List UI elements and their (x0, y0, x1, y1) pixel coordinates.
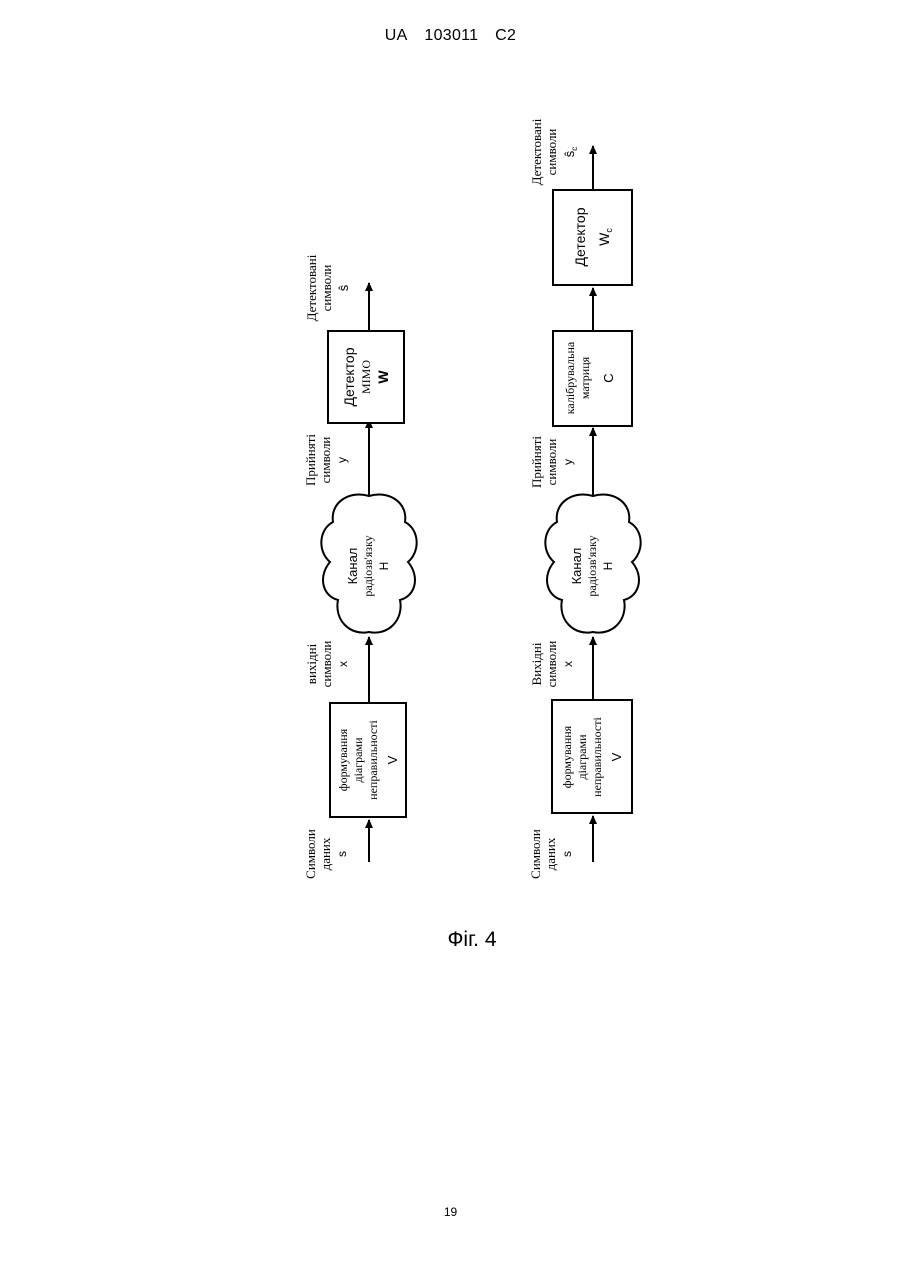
bottom-output-line2: символи (544, 129, 559, 176)
bottom-output-symbol: ŝc (562, 147, 579, 158)
top-tx-label: вихідні символи x (304, 641, 350, 688)
bottom-rx-line2: символи (544, 439, 559, 486)
bottom-tx-label: Вихідні символи x (529, 641, 575, 688)
top-tx-line1: вихідні (304, 643, 319, 684)
top-block1-line3: неправильності (366, 720, 380, 800)
bottom-rx-symbol: y (561, 459, 575, 465)
top-input-label: Символи даних s (303, 829, 349, 879)
top-channel-line1: Канал (345, 548, 360, 585)
top-detector-line2: MIMO (359, 360, 373, 394)
bottom-output-sub: c (570, 147, 579, 151)
bottom-diagram: формування діаграми неправильності V Кан… (528, 118, 641, 879)
bottom-output-line1: Детектовані (529, 118, 544, 185)
top-channel-line2: радіозв'язку (361, 535, 375, 596)
top-diagram: формування діаграми неправильності V Кан… (303, 254, 417, 879)
bottom-detector-sub: c (604, 228, 614, 233)
top-channel-symbol: H (377, 562, 391, 571)
bottom-block1-symbol: V (609, 752, 624, 761)
top-output-line2: символи (319, 265, 334, 312)
top-output-line1: Детектовані (304, 254, 319, 321)
top-rx-line2: символи (318, 437, 333, 484)
bottom-channel-line1: Канал (569, 548, 584, 585)
bottom-block1-line3: неправильності (590, 717, 604, 797)
page-number: 19 (0, 1205, 901, 1219)
bottom-input-line2: даних (543, 837, 558, 870)
bottom-block1-line2: діаграми (575, 734, 589, 780)
figure-caption: Фіг. 4 (447, 928, 496, 951)
bottom-rx-label: Прийняті символи y (529, 436, 575, 488)
bottom-calib-line1: калібрувальна (563, 341, 577, 414)
bottom-tx-symbol: x (561, 661, 575, 667)
bottom-input-line1: Символи (528, 829, 543, 879)
top-block1-line1: формування (336, 728, 350, 791)
top-detector-line1: Детектор (341, 347, 357, 406)
bottom-input-label: Символи даних s (528, 829, 574, 879)
top-rx-symbol: y (335, 457, 349, 463)
bottom-rx-line1: Прийняті (529, 436, 544, 488)
bottom-channel-symbol: H (601, 562, 615, 571)
top-detector-symbol: W (375, 370, 391, 384)
top-output-label: Детектовані символи ŝ (304, 254, 351, 321)
top-tx-symbol: x (336, 661, 350, 667)
bottom-detector-block (553, 190, 632, 285)
bottom-output-label: Детектовані символи ŝc (529, 118, 579, 185)
bottom-tx-line1: Вихідні (529, 642, 544, 685)
bottom-detector-line1: Детектор (572, 207, 588, 266)
top-block1-line2: діаграми (351, 737, 365, 783)
top-output-symbol: ŝ (336, 284, 351, 291)
bottom-tx-line2: символи (544, 641, 559, 688)
bottom-calib-line2: матриця (578, 356, 592, 399)
bottom-channel-line2: радіозв'язку (585, 535, 599, 596)
top-input-symbol: s (335, 851, 349, 857)
bottom-block1-line1: формування (560, 725, 574, 788)
bottom-calib-symbol: C (601, 373, 616, 382)
bottom-input-symbol: s (560, 851, 574, 857)
top-rx-label: Прийняті символи y (303, 434, 349, 486)
top-tx-line2: символи (319, 641, 334, 688)
top-input-line2: даних (318, 837, 333, 870)
bottom-detector-w: W (596, 232, 612, 246)
top-rx-line1: Прийняті (303, 434, 318, 486)
top-block1-symbol: V (385, 755, 400, 764)
top-input-line1: Символи (303, 829, 318, 879)
